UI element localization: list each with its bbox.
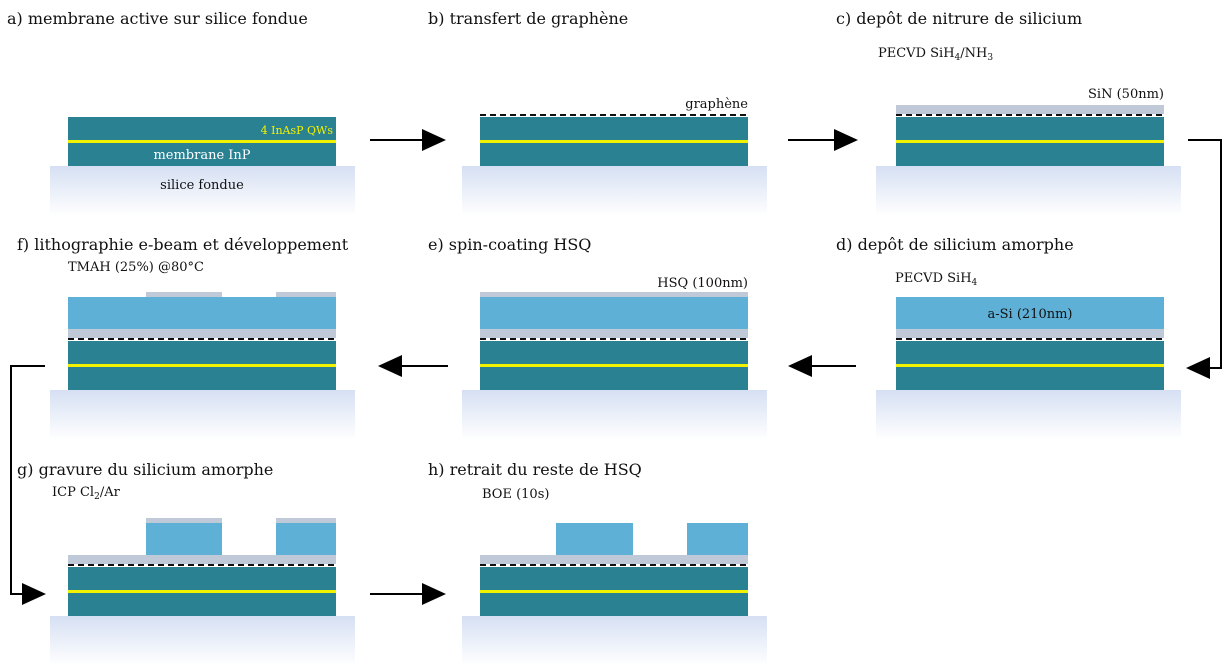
a-si-ridge-right	[276, 523, 336, 555]
membrane-label: membrane InP	[153, 148, 250, 163]
step-h-process: BOE (10s)	[482, 487, 549, 502]
quantum-wells-layer	[480, 364, 748, 367]
step-h-title: h) retrait du reste de HSQ	[428, 460, 642, 479]
step-f-process: TMAH (25%) @80°C	[68, 260, 204, 275]
step-c: c) depôt de nitrure de silicium PECVD Si…	[836, 9, 1181, 216]
quantum-wells-layer	[896, 140, 1164, 143]
graphene-label: graphène	[685, 97, 748, 112]
a-si-layer	[480, 297, 748, 329]
sin-layer	[896, 329, 1164, 338]
a-si-label: a-Si (210nm)	[988, 307, 1073, 322]
hsq-mask-right	[276, 518, 336, 523]
step-b-title: b) transfert de graphène	[428, 9, 628, 28]
arrow-a-to-b	[370, 129, 446, 151]
step-g-process: ICP Cl2/Ar	[52, 485, 121, 502]
fused-silica-substrate	[462, 616, 767, 666]
hsq-mask-left	[146, 518, 222, 523]
quantum-wells-layer	[896, 364, 1164, 367]
sin-layer	[480, 329, 748, 338]
step-h: h) retrait du reste de HSQ BOE (10s)	[428, 460, 767, 666]
substrate-label: silice fondue	[160, 178, 244, 193]
hsq-mask-right	[276, 292, 336, 297]
quantum-wells-layer	[68, 364, 336, 367]
step-c-process: PECVD SiH4/NH3	[878, 46, 993, 63]
fused-silica-substrate	[462, 390, 767, 440]
hsq-layer	[480, 292, 748, 297]
step-f: f) lithographie e-beam et développement …	[17, 235, 355, 440]
step-b: b) transfert de graphène graphène	[428, 9, 767, 216]
arrow-d-to-e	[788, 355, 856, 377]
a-si-ridge-left	[146, 523, 222, 555]
a-si-layer	[68, 297, 336, 329]
sin-layer	[68, 329, 336, 338]
a-si-layer	[896, 297, 1164, 329]
arrow-e-to-f	[378, 355, 448, 377]
step-d-process: PECVD SiH4	[895, 271, 978, 288]
a-si-ridge-right	[687, 523, 748, 555]
fused-silica-substrate	[50, 166, 355, 216]
step-e: e) spin-coating HSQ HSQ (100nm)	[428, 235, 767, 440]
quantum-wells-layer	[68, 140, 336, 143]
qws-label: 4 InAsP QWs	[261, 124, 334, 137]
fused-silica-substrate	[876, 390, 1181, 440]
step-g-title: g) gravure du silicium amorphe	[17, 460, 273, 479]
sin-layer	[68, 555, 336, 564]
sin-label: SiN (50nm)	[1088, 87, 1164, 102]
arrow-b-to-c	[788, 129, 858, 151]
arrow-f-to-g	[10, 365, 46, 605]
fused-silica-substrate	[462, 166, 767, 216]
arrow-g-to-h	[370, 583, 446, 605]
hsq-label: HSQ (100nm)	[657, 276, 748, 291]
fused-silica-substrate	[876, 166, 1181, 216]
step-d-title: d) depôt de silicium amorphe	[836, 235, 1074, 254]
hsq-mask-left	[146, 292, 222, 297]
step-a-title: a) membrane active sur silice fondue	[7, 9, 308, 28]
quantum-wells-layer	[68, 590, 336, 593]
fused-silica-substrate	[50, 616, 355, 666]
step-f-title: f) lithographie e-beam et développement	[17, 235, 349, 254]
step-c-title: c) depôt de nitrure de silicium	[836, 9, 1082, 28]
step-d: d) depôt de silicium amorphe PECVD SiH4 …	[836, 235, 1181, 440]
sin-layer	[896, 105, 1164, 114]
step-a: a) membrane active sur silice fondue 4 I…	[7, 9, 355, 216]
quantum-wells-layer	[480, 140, 748, 143]
sin-layer	[480, 555, 748, 564]
step-e-title: e) spin-coating HSQ	[428, 235, 591, 254]
fused-silica-substrate	[50, 390, 355, 440]
a-si-ridge-left	[556, 523, 633, 555]
step-g: g) gravure du silicium amorphe ICP Cl2/A…	[17, 460, 355, 666]
quantum-wells-layer	[480, 590, 748, 593]
arrow-c-to-d	[1186, 139, 1222, 379]
